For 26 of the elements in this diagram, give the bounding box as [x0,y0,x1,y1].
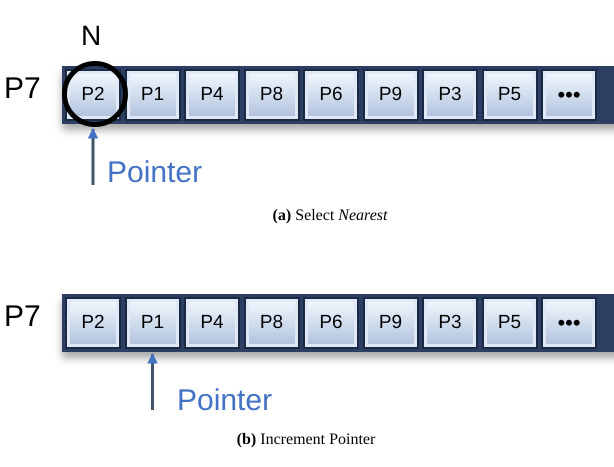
row-label: P7 [4,300,41,334]
queue-cell: ••• [541,69,597,121]
queue-cell: P8 [244,69,300,121]
queue-cell: P6 [303,69,359,121]
circle-label: N [81,20,102,52]
queue-cell: P9 [362,69,418,121]
queue-cell: P4 [184,297,240,349]
caption: (a) Select Nearest [272,207,388,225]
queue-cell: P3 [422,69,478,121]
queue-cell: P6 [303,297,359,349]
queue-cell: P8 [244,297,300,349]
pointer-label: Pointer [177,384,272,418]
queue-cell: P5 [482,297,538,349]
caption: (b) Increment Pointer [236,431,376,449]
pointer-label: Pointer [107,156,202,190]
queue-cell: P3 [422,297,478,349]
queue-cell: P2 [65,297,121,349]
pointer-arrow [147,352,158,410]
queue-cell: P5 [482,69,538,121]
row-label: P7 [4,72,41,106]
queue-cell: P4 [184,69,240,121]
queue-cell: P9 [362,297,418,349]
queue-cell: P1 [124,69,180,121]
queue-cell: P1 [124,297,180,349]
pointer-arrow [88,128,98,185]
queue-cell: ••• [541,297,597,349]
